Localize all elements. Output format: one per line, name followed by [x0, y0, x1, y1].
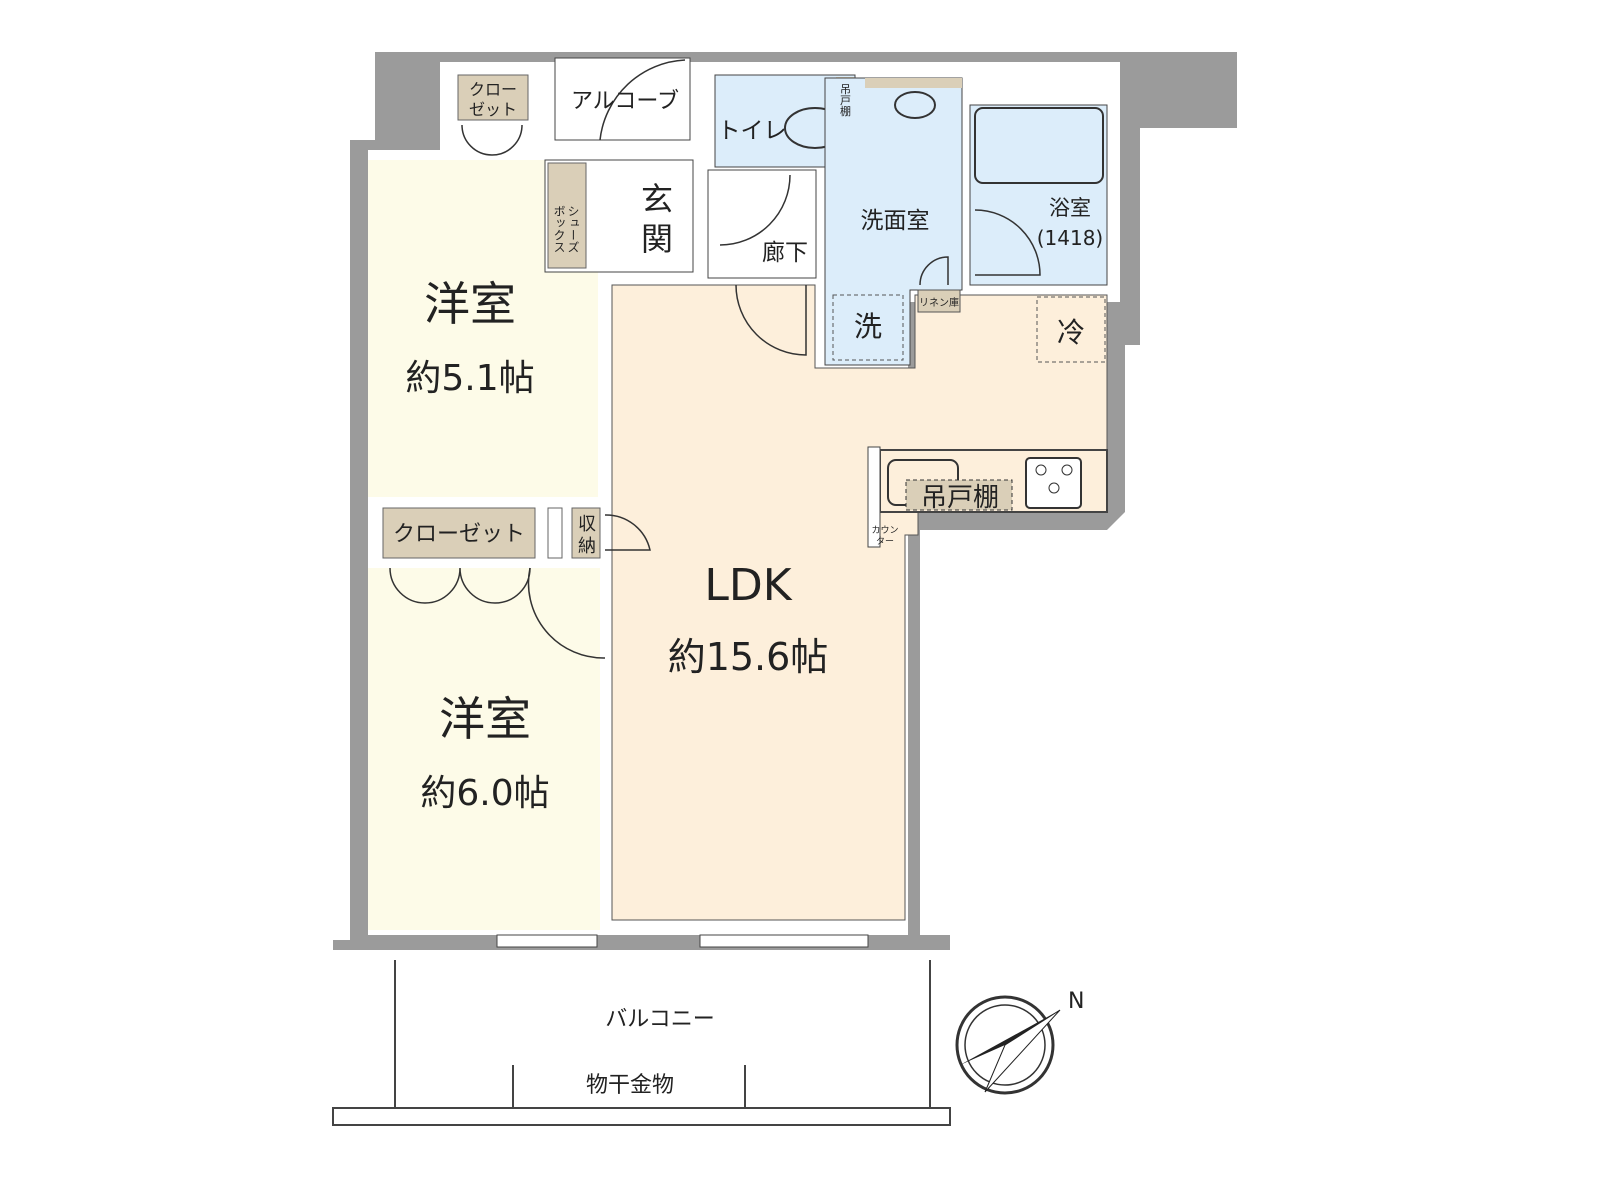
- storage-label-2: 納: [578, 536, 596, 557]
- bathtub-icon: [974, 107, 1104, 184]
- shoebox-label-1: シューズ: [566, 205, 580, 253]
- ldk-name: LDK: [704, 560, 792, 611]
- bath-name: 浴室: [1049, 196, 1091, 220]
- balcony: [333, 950, 950, 1108]
- kitchen-shelf-label: 吊戸棚: [921, 483, 999, 513]
- washer-label: 洗: [854, 310, 882, 343]
- western-room-1-size: 約5.1帖: [405, 358, 534, 399]
- closet-top-label-1: クロー: [469, 80, 517, 99]
- toilet-label: トイレ: [718, 118, 787, 144]
- fridge-space: [1036, 296, 1106, 363]
- toilet-shelf-label: 吊戸棚: [839, 83, 852, 117]
- western-room-2-size: 約6.0帖: [420, 773, 549, 814]
- compass-icon: [955, 995, 1061, 1095]
- shoebox-label-2: ボックス: [552, 205, 566, 253]
- ldk-room: [611, 284, 1108, 921]
- counter-label-2: ター: [876, 536, 894, 547]
- closet-mid-label: クローゼット: [393, 522, 525, 547]
- western-room-2: [368, 568, 600, 930]
- counter-label-1: カウン: [871, 525, 898, 536]
- hallway-label: 廊下: [762, 240, 808, 266]
- closet-top-label-2: ゼット: [469, 100, 517, 119]
- drying-rack-label: 物干金物: [586, 1073, 674, 1098]
- balcony-label: バルコニー: [605, 1007, 715, 1032]
- western-room-1-name: 洋室: [424, 277, 516, 331]
- western-room-2-name: 洋室: [439, 692, 531, 746]
- shoebox: [547, 162, 587, 269]
- storage: [571, 507, 601, 559]
- alcove-label: アルコーブ: [571, 89, 679, 114]
- washer-space: [832, 294, 904, 361]
- compass-north-label: N: [1068, 989, 1084, 1014]
- kitchen-shelf: [905, 479, 1013, 511]
- balcony-railing: [332, 1107, 951, 1126]
- alcove: [554, 57, 691, 141]
- closet-mid: [382, 507, 536, 559]
- linen-label: リネン庫: [919, 296, 959, 309]
- fridge-label: 冷: [1057, 316, 1085, 349]
- door-swings: [389, 59, 1041, 659]
- ldk-size: 約15.6帖: [668, 635, 829, 679]
- entrance-label-2: 関: [641, 220, 673, 258]
- washbasin-icon: [894, 91, 936, 119]
- entrance-label-1: 玄: [641, 180, 673, 218]
- hallway: [707, 169, 817, 279]
- linen-closet: [917, 289, 961, 313]
- closet-top: [457, 74, 529, 121]
- bath-size: (1418): [1037, 226, 1104, 250]
- washroom-label: 洗面室: [861, 208, 930, 234]
- storage-label-1: 収: [578, 514, 596, 535]
